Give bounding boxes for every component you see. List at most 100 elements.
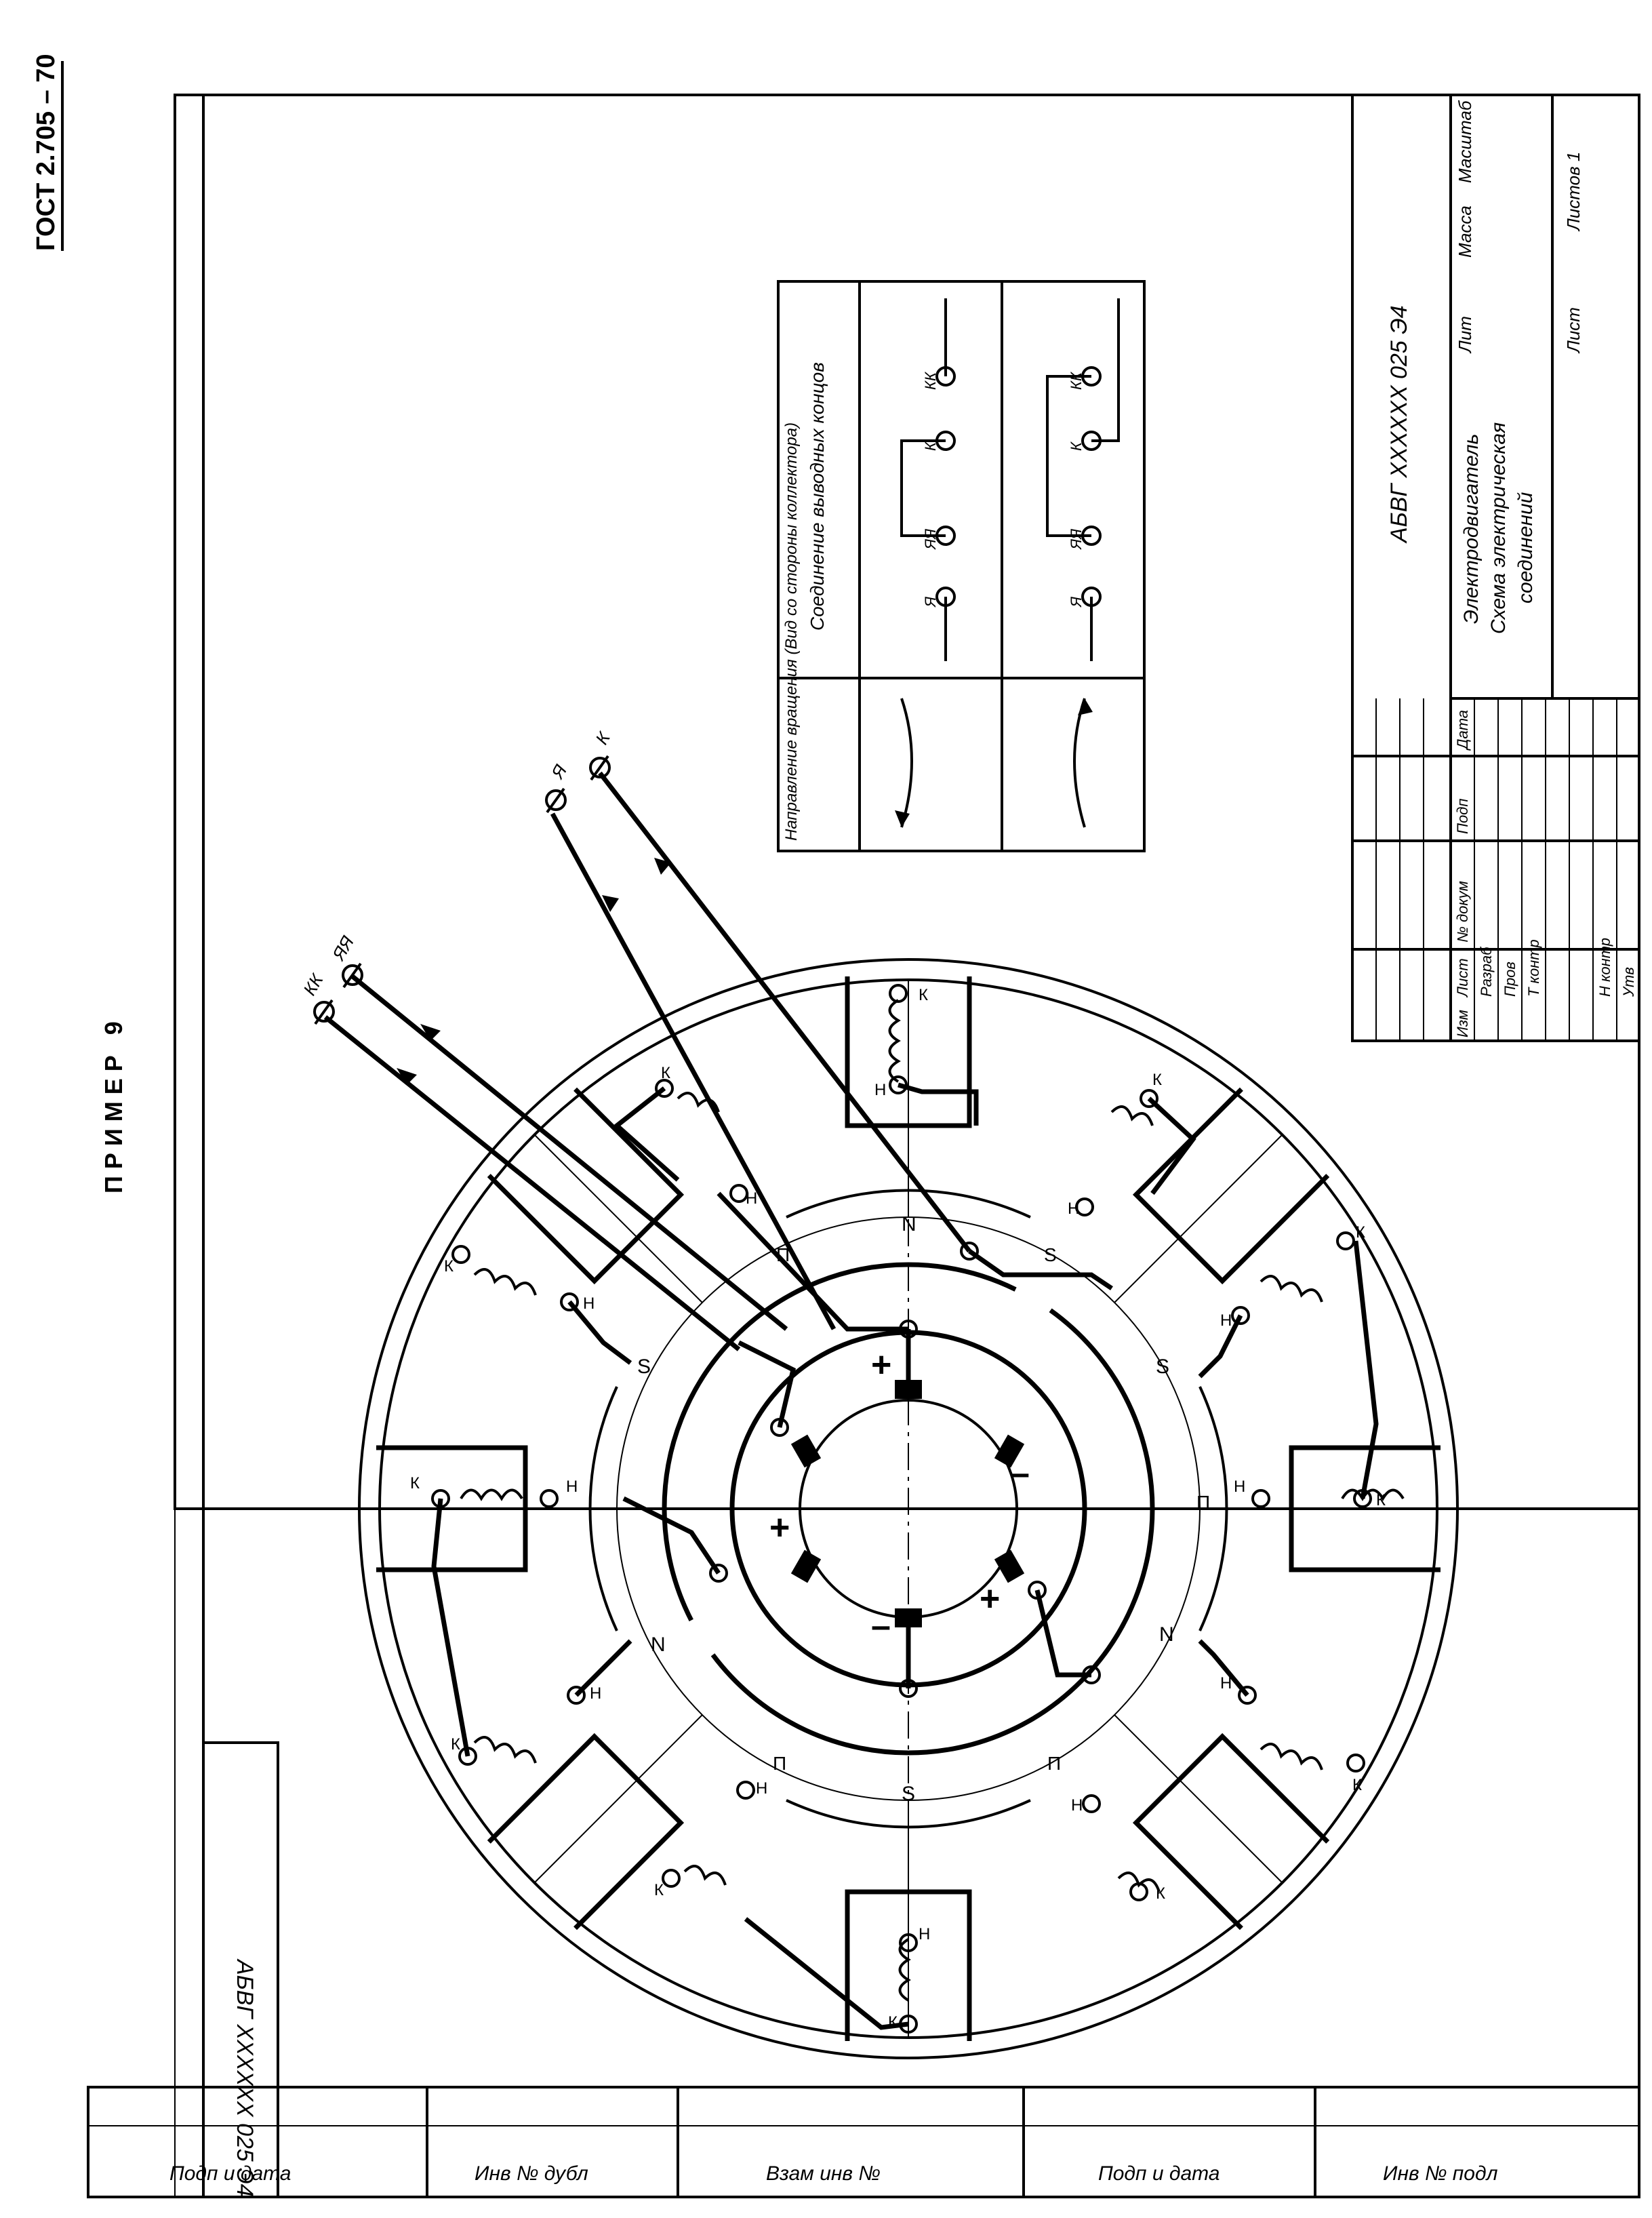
prov-label: Пров bbox=[1502, 962, 1518, 997]
lead-label-yaya: ЯЯ bbox=[327, 932, 358, 965]
brushes bbox=[790, 1380, 1025, 1627]
coil-label-k-ul: К bbox=[444, 1257, 454, 1275]
terminal-label-r1-ya: Я bbox=[922, 596, 939, 608]
coil-label-h-s1: Н bbox=[746, 1189, 757, 1208]
margin-cell-1: Подп и дата bbox=[169, 2162, 291, 2185]
coil-label-k-s2: К bbox=[1152, 1071, 1162, 1089]
brush-lower-left bbox=[790, 1549, 822, 1583]
coil-bottom bbox=[898, 1938, 911, 2002]
margin-cell-4: Подп и дата bbox=[1098, 2162, 1220, 2185]
massa-label: Масса bbox=[1455, 205, 1475, 258]
brush-upper-right bbox=[994, 1434, 1025, 1468]
pole-p-3: П bbox=[773, 1753, 786, 1774]
lead-label-k: К bbox=[591, 728, 614, 748]
connection-row-2 bbox=[1046, 298, 1120, 661]
coil-label-h-bottom: Н bbox=[919, 1925, 930, 1943]
connection-row-1 bbox=[900, 298, 956, 661]
coil-lower-left bbox=[473, 1736, 537, 1764]
terminal-label-r1-k: К bbox=[922, 441, 939, 451]
pole-n-left: N bbox=[651, 1633, 666, 1656]
terminal-label-r2-k: К bbox=[1068, 441, 1085, 451]
margin-cell-5: Инв № подл bbox=[1383, 2162, 1498, 2185]
coil-label-h-ur: Н bbox=[1220, 1311, 1232, 1330]
brush-lower-right bbox=[994, 1549, 1025, 1583]
brush-upper-left bbox=[790, 1434, 822, 1468]
terminal-label-r2-kk: КК bbox=[1068, 372, 1085, 390]
pole-s-bottom: S bbox=[902, 1783, 915, 1805]
coil-label-h-left: Н bbox=[566, 1478, 578, 1496]
coil-label-k-ur: К bbox=[1356, 1223, 1365, 1242]
coil-label-k-s4: К bbox=[1156, 1884, 1165, 1903]
connection-wires bbox=[431, 1082, 1379, 2030]
pole-s-upper-right: S bbox=[1044, 1244, 1057, 1265]
terminal-label-r1-kk: КК bbox=[922, 372, 939, 390]
terminal-ya bbox=[545, 789, 567, 811]
pole-shoes bbox=[588, 1189, 1228, 1829]
stamp-code: АБВГ XXXXXX 025 Э4 bbox=[232, 1958, 258, 2197]
lead-label-kk: КК bbox=[299, 970, 327, 999]
connection-table: Направление вращения (Вид со стороны кол… bbox=[777, 280, 1146, 852]
pole-p-2: П bbox=[1196, 1492, 1210, 1513]
list-col-label: Лист bbox=[1454, 958, 1471, 998]
title-block-frame bbox=[1351, 94, 1640, 1042]
title-name-line3: соединений bbox=[1514, 492, 1537, 603]
pole-p-4: П bbox=[1047, 1753, 1061, 1774]
coil-right bbox=[1341, 1488, 1405, 1501]
coil-label-h-top: Н bbox=[874, 1081, 886, 1099]
brush-bottom bbox=[895, 1608, 922, 1627]
connection-table-frame bbox=[777, 280, 1146, 852]
utv-label: Утв bbox=[1620, 967, 1637, 997]
brush-minus-right: – bbox=[1010, 1454, 1030, 1493]
pole-separators bbox=[380, 980, 1437, 2038]
title-name-line1: Электродвигатель bbox=[1460, 434, 1483, 624]
lit-label: Лит bbox=[1455, 316, 1475, 354]
coil-top bbox=[888, 999, 901, 1083]
data-label: Дата bbox=[1454, 710, 1471, 751]
masshtab-label: Масштаб bbox=[1455, 100, 1475, 183]
n-kontr-label: Н контр bbox=[1596, 938, 1613, 997]
brush-top bbox=[895, 1380, 922, 1399]
coil-label-h-s4: Н bbox=[1071, 1796, 1083, 1815]
terminal-k bbox=[589, 757, 611, 778]
margin-strip-box bbox=[87, 2086, 1640, 2198]
coil-label-k-s3: К bbox=[654, 1881, 664, 1899]
pole-s-right: S bbox=[1156, 1355, 1169, 1378]
title-name-line2: Схема электрическая bbox=[1487, 422, 1510, 634]
coil-label-h-ll: Н bbox=[590, 1684, 601, 1703]
coil-upper-left bbox=[473, 1268, 537, 1296]
field-coils bbox=[460, 999, 1405, 2002]
t-kontr-label: Т контр bbox=[1525, 939, 1542, 997]
coil-label-k-lr: К bbox=[1352, 1776, 1362, 1794]
brush-plus-left: + bbox=[769, 1508, 790, 1547]
list-label: Лист bbox=[1563, 307, 1584, 354]
brush-plus-right: + bbox=[980, 1579, 1000, 1619]
coil-label-h-s2: Н bbox=[1068, 1200, 1079, 1218]
coil-small-2 bbox=[1110, 1105, 1154, 1126]
coil-label-h-s3: Н bbox=[756, 1779, 767, 1798]
coil-label-k-ll: К bbox=[451, 1735, 460, 1754]
coil-label-h-lr: Н bbox=[1220, 1674, 1232, 1692]
gost-header: ГОСТ 2.705 – 70 bbox=[32, 54, 60, 251]
margin-cell-3: Взам инв № bbox=[766, 2162, 881, 2185]
terminal-label-r2-ya: Я bbox=[1068, 596, 1085, 608]
brush-minus-bottom: – bbox=[871, 1606, 891, 1646]
connection-header: Соединение выводных концов bbox=[807, 362, 828, 631]
title-code: АБВГ XXXXXX 025 Э4 bbox=[1386, 305, 1412, 544]
brush-plus-top: + bbox=[871, 1345, 891, 1385]
izm-label: Изм bbox=[1454, 1010, 1471, 1037]
razrab-label: Разраб bbox=[1478, 946, 1495, 997]
coil-upper-right bbox=[1260, 1275, 1323, 1303]
doc-no-label: № докум bbox=[1454, 881, 1471, 943]
lead-label-ya: Я bbox=[546, 761, 571, 783]
rotation-arrow-ccw bbox=[900, 698, 913, 828]
coil-label-h-right: Н bbox=[1234, 1478, 1245, 1496]
pole-s-left: S bbox=[637, 1355, 651, 1378]
coil-label-k-top: К bbox=[919, 986, 928, 1004]
external-leads bbox=[313, 755, 971, 1351]
coil-end-labels: К Н К Н К Н К Н К Н К Н К Н К Н К Н К Н … bbox=[410, 986, 1386, 2032]
drawing-frame bbox=[202, 94, 1640, 2198]
coil-label-k-right: К bbox=[1376, 1491, 1386, 1509]
terminal-yaya bbox=[342, 964, 363, 986]
